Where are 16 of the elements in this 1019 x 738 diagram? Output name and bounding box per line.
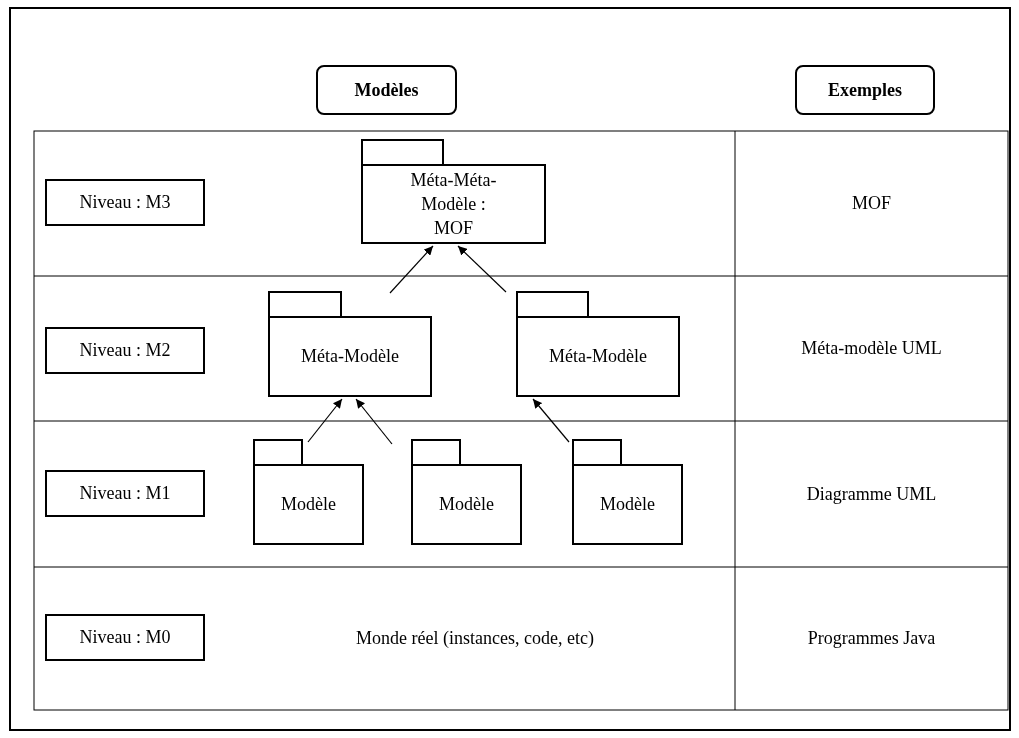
level-box: Niveau : M0 [45, 614, 205, 661]
example-text: Diagramme UML [806, 483, 937, 505]
level-box: Niveau : M3 [45, 179, 205, 226]
example-text: Programmes Java [807, 628, 936, 649]
arrow [307, 398, 343, 443]
arrow [355, 398, 393, 445]
row-text: Monde réel (instances, code, etc) [356, 628, 594, 649]
example-text: Méta-modèle UML [801, 338, 942, 359]
example-text: MOF [852, 193, 891, 214]
column-header: Exemples [795, 65, 935, 115]
arrow [389, 245, 434, 294]
column-header: Modèles [316, 65, 457, 115]
level-box: Niveau : M2 [45, 327, 205, 374]
arrow [532, 398, 570, 443]
level-box: Niveau : M1 [45, 470, 205, 517]
arrow [457, 245, 507, 293]
